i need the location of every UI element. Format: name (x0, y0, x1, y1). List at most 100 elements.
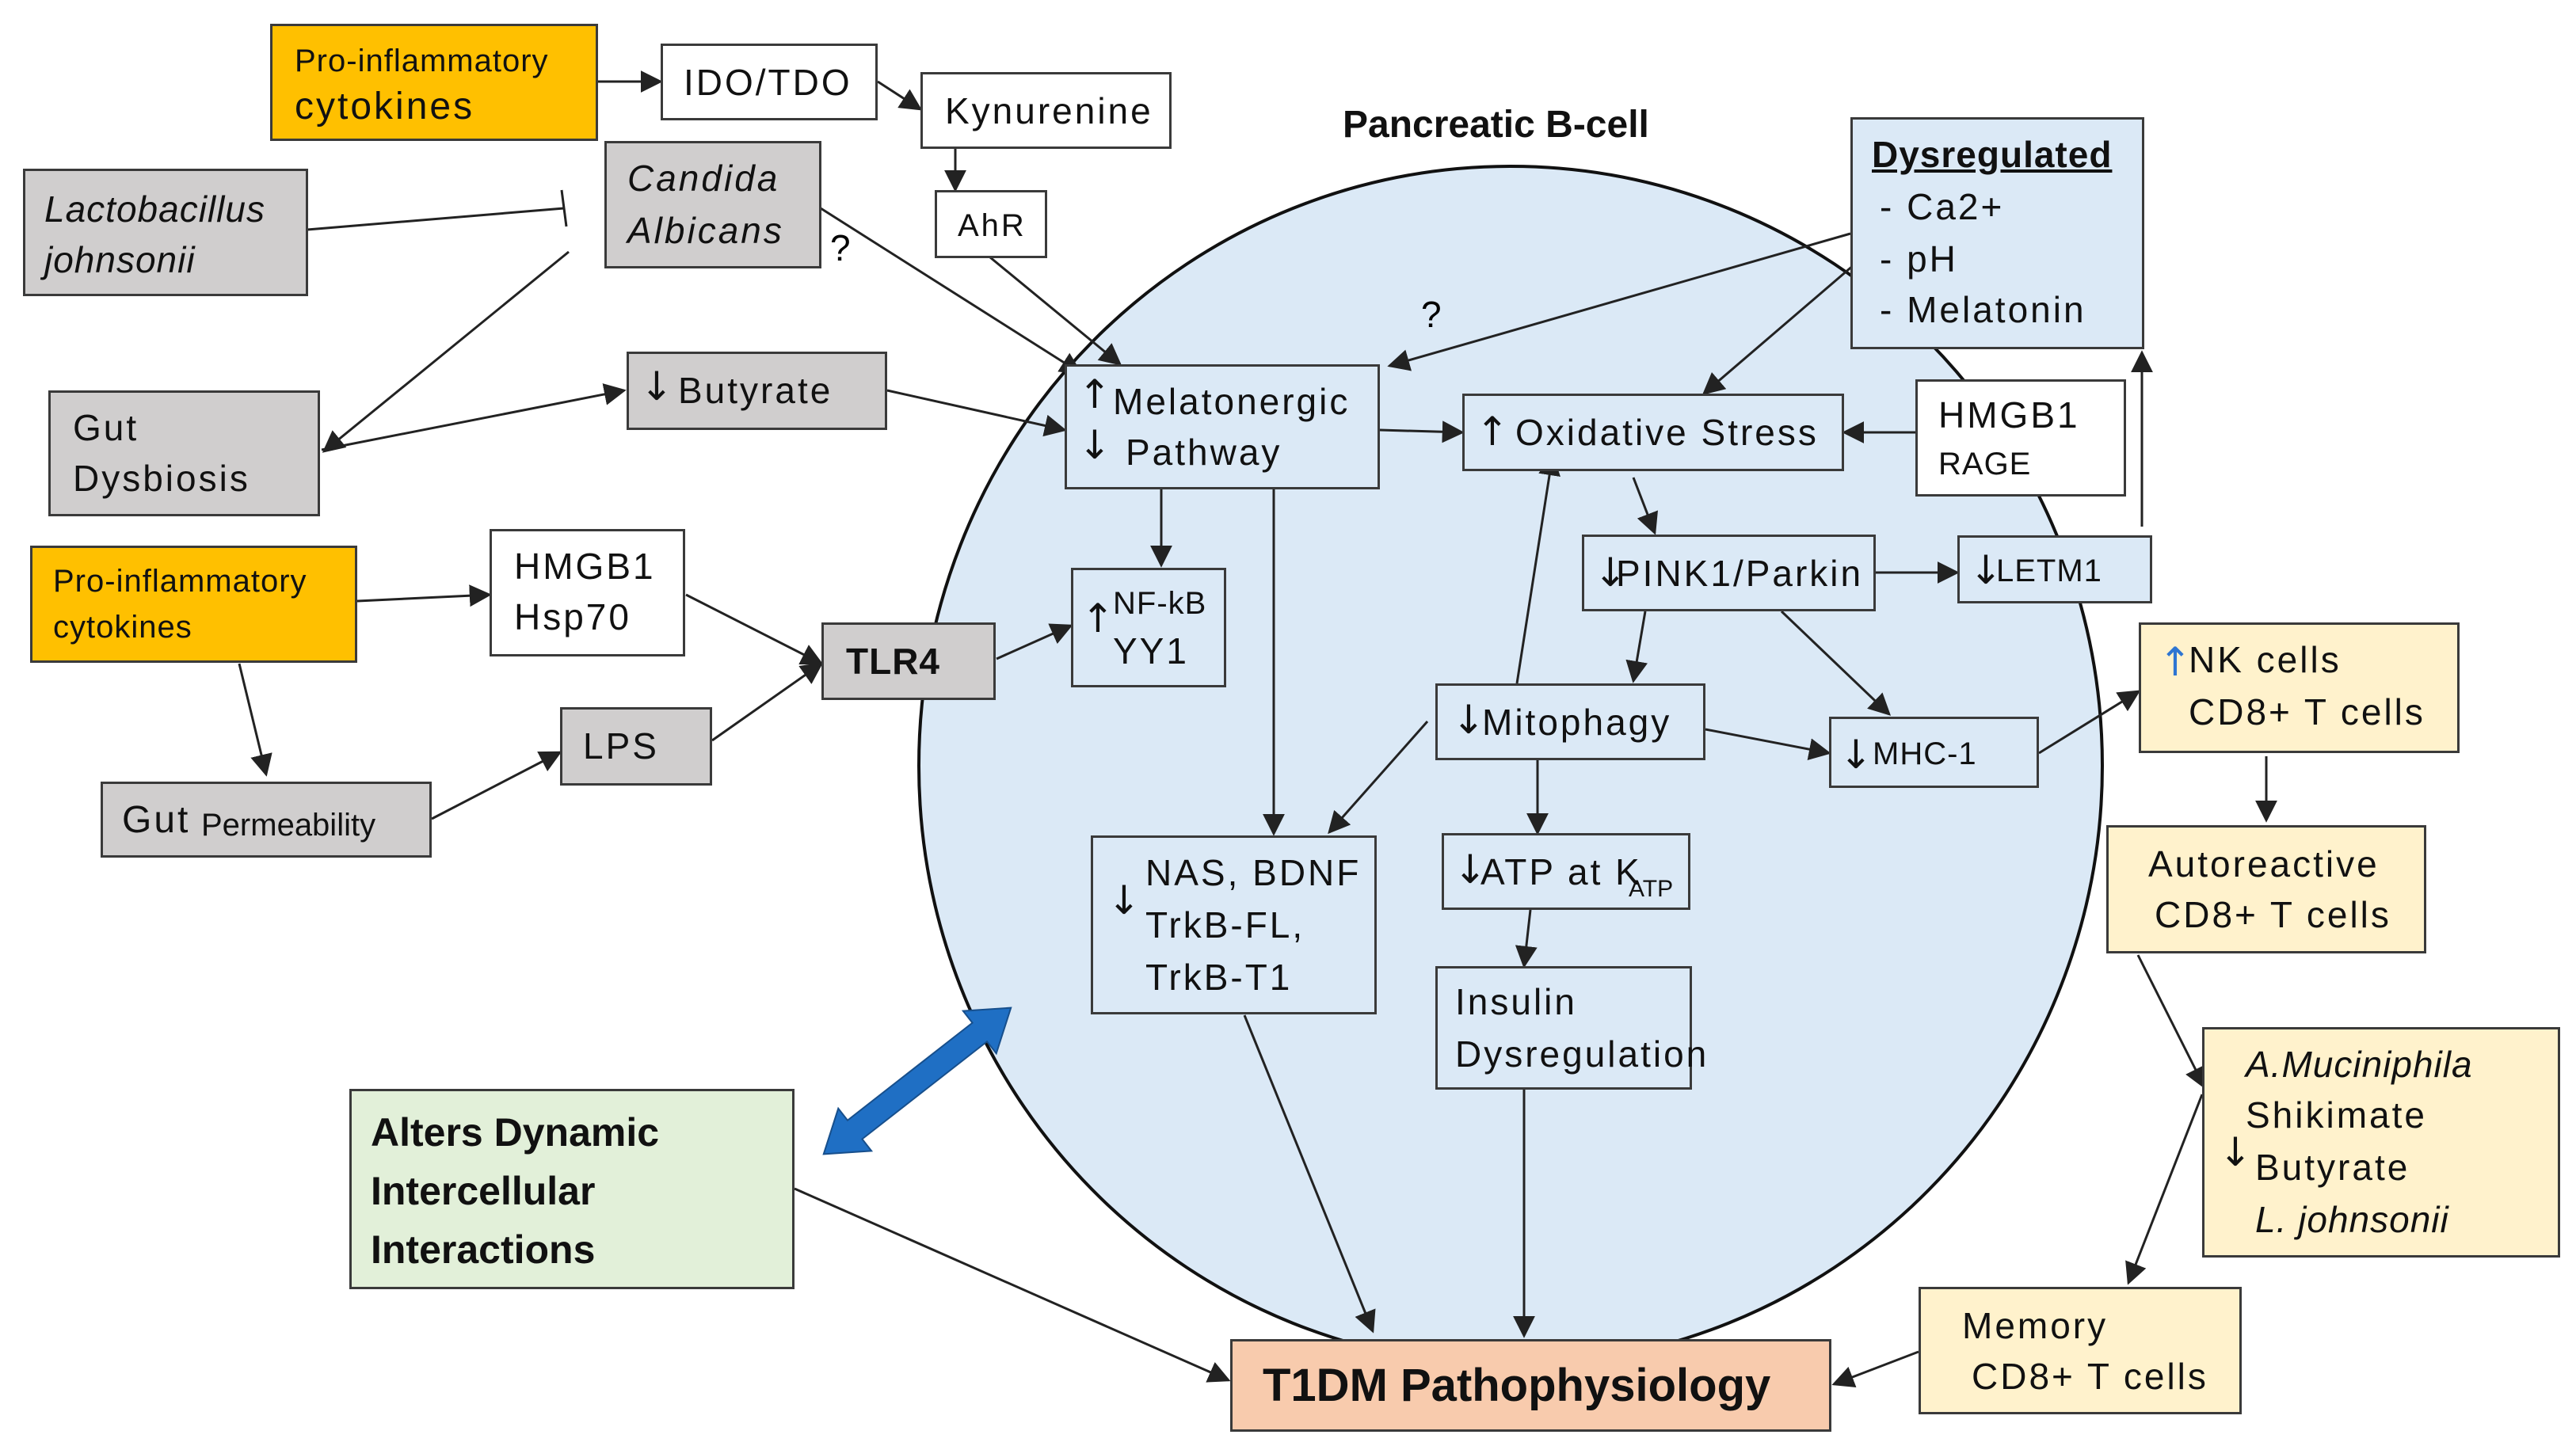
edge-mitophagy-nas (1328, 721, 1429, 835)
label-line: Melatonergic (1113, 381, 1351, 422)
edge-dysregulated-melatonergic (1387, 232, 1851, 371)
label-line: NAS, BDNF (1145, 852, 1362, 893)
letm1-node: ↓ LETM1 (1957, 535, 2152, 603)
label-line: L. johnsonii (2255, 1199, 2449, 1240)
edge-candida-melatonergic (820, 207, 1083, 375)
edge-ido-kynurenine (877, 80, 923, 111)
edge-memory-t1dm (1831, 1350, 1919, 1388)
edge-melatonergic-oxidative (1379, 420, 1465, 443)
question-mark-candida: ? (830, 227, 851, 268)
edge-tlr4-nfkb (996, 623, 1073, 660)
label-line: cytokines (53, 610, 192, 645)
label: IDO/TDO (684, 62, 852, 103)
label-line: TrkB-T1 (1145, 957, 1293, 998)
down-arrow-icon: ↓ (1594, 550, 1629, 596)
label-line: Pro-inflammatory (53, 564, 307, 599)
label-line: A.Muciniphila (2246, 1044, 2473, 1085)
label-line: HMGB1 (514, 546, 656, 587)
down-arrow-icon: ↓ (1452, 697, 1488, 743)
edge-nas-t1dm (1243, 1014, 1376, 1334)
edge-lps-tlr4 (711, 662, 824, 742)
label-line: Intercellular (371, 1169, 596, 1213)
label-line: Pathway (1126, 432, 1282, 473)
dysregulated-item: - Melatonin (1880, 289, 2086, 330)
label: LPS (583, 725, 659, 767)
question-mark-dysregulated: ? (1421, 294, 1442, 335)
label-line: CD8+ T cells (2189, 691, 2425, 733)
edge-muciniphila-memory (2125, 1094, 2204, 1285)
edge-dysregulated-oxidative (1701, 263, 1855, 395)
edge-gutperm-lps (431, 751, 562, 820)
hmgb1-hsp70-node: HMGB1 Hsp70 (490, 529, 685, 656)
label-line: Dysbiosis (73, 458, 250, 499)
label-line: Shikimate (2246, 1094, 2427, 1136)
label-line: Gut (73, 407, 139, 448)
label-line: Memory (1962, 1305, 2109, 1346)
label-line: Candida (627, 158, 780, 199)
label: T1DM Pathophysiology (1263, 1360, 1771, 1411)
up-arrow-icon: ↑ (1081, 596, 1117, 641)
down-arrow-icon: ↓ (1454, 847, 1489, 892)
butyrate-decrease-node: ↓ Butyrate (627, 352, 887, 430)
tlr4-node: TLR4 (821, 622, 996, 700)
down-arrow-icon: ↓ (640, 363, 676, 409)
up-arrow-icon: ↑ (2159, 639, 2194, 685)
label-line: Lactobacillus (44, 188, 265, 230)
inhibit-lactobacillus-candida (307, 207, 565, 231)
label: ATP at K (1480, 851, 1642, 892)
label: Butyrate (678, 370, 833, 411)
edge-mitophagy-mhc1 (1705, 728, 1831, 760)
edge-gutdysbiosis-butyrate (321, 383, 627, 451)
label-line: Insulin (1455, 981, 1577, 1022)
edge-oxidative-pink1 (1632, 477, 1658, 535)
label-line: TrkB-FL, (1145, 904, 1305, 946)
kynurenine-node: Kynurenine (920, 72, 1172, 149)
gut-dysbiosis-node: Gut Dysbiosis (48, 390, 320, 516)
label-line: NK cells (2189, 639, 2342, 680)
dysregulated-title: Dysregulated (1872, 134, 2113, 175)
label-line: johnsonii (44, 239, 196, 280)
label: Oxidative Stress (1515, 412, 1819, 453)
label-line: Albicans (627, 210, 784, 251)
insulin-dysregulation-node: Insulin Dysregulation (1435, 966, 1706, 1090)
proinflammatory-cytokines-mid: Pro-inflammatory cytokines (30, 546, 357, 663)
atp-katp-node: ↓ ATP at K ATP (1442, 833, 1690, 910)
t1dm-pathophysiology-node: T1DM Pathophysiology (1230, 1339, 1831, 1432)
up-arrow-icon: ↑ (1078, 371, 1114, 417)
label-line: CD8+ T cells (2155, 894, 2391, 935)
melatonergic-pathway-node: ↑ ↓ Melatonergic Pathway (1065, 364, 1380, 489)
dysregulated-item: - pH (1880, 238, 1958, 280)
pink1-parkin-node: ↓ PINK1/Parkin (1582, 535, 1876, 611)
lactobacillus-johnsonii-node: Lactobacillus johnsonii (23, 169, 308, 296)
label-line: RAGE (1938, 447, 2032, 481)
edge-pink1-mitophagy (1625, 611, 1648, 683)
edge-candida-gutdysbiosis (322, 250, 570, 453)
dysregulated-item: - Ca2+ (1880, 186, 2005, 227)
down-arrow-icon: ↓ (2219, 1129, 2254, 1175)
label-line: Hsp70 (514, 596, 631, 637)
edge-proinflam-hmgb1 (356, 584, 492, 607)
proinflammatory-cytokines-top: Pro-inflammatory cytokines (270, 24, 598, 141)
label: MHC-1 (1873, 736, 1977, 771)
muciniphila-node: ↓ A.Muciniphila Shikimate Butyrate L. jo… (2202, 1027, 2560, 1258)
memory-cd8-node: Memory CD8+ T cells (1919, 1287, 2242, 1414)
edge-mitophagy-oxidative (1515, 453, 1560, 684)
nk-cd8-node: ↑ NK cells CD8+ T cells (2139, 622, 2460, 753)
ido-tdo-node: IDO/TDO (661, 44, 878, 120)
autoreactive-cd8-node: Autoreactive CD8+ T cells (2106, 825, 2426, 953)
label-line: YY1 (1113, 630, 1189, 672)
label-line: Pro-inflammatory (295, 44, 549, 78)
label: Kynurenine (945, 90, 1153, 131)
label-subscript: ATP (1629, 876, 1674, 902)
edge-hmgb1-tlr4 (685, 593, 824, 665)
edge-atp-insulin (1515, 909, 1538, 968)
nfkb-yy1-node: ↑ NF-kB YY1 (1071, 568, 1226, 687)
edge-ahr-melatonergic (989, 256, 1122, 366)
down-arrow-icon: ↓ (1107, 877, 1143, 923)
oxidative-stress-node: ↑ Oxidative Stress (1462, 394, 1844, 471)
down-arrow-icon: ↓ (1969, 547, 2005, 593)
edge-mhc1-nkcells (2038, 690, 2141, 755)
label: AhR (958, 208, 1027, 243)
label-line: NF-kB (1113, 586, 1207, 621)
